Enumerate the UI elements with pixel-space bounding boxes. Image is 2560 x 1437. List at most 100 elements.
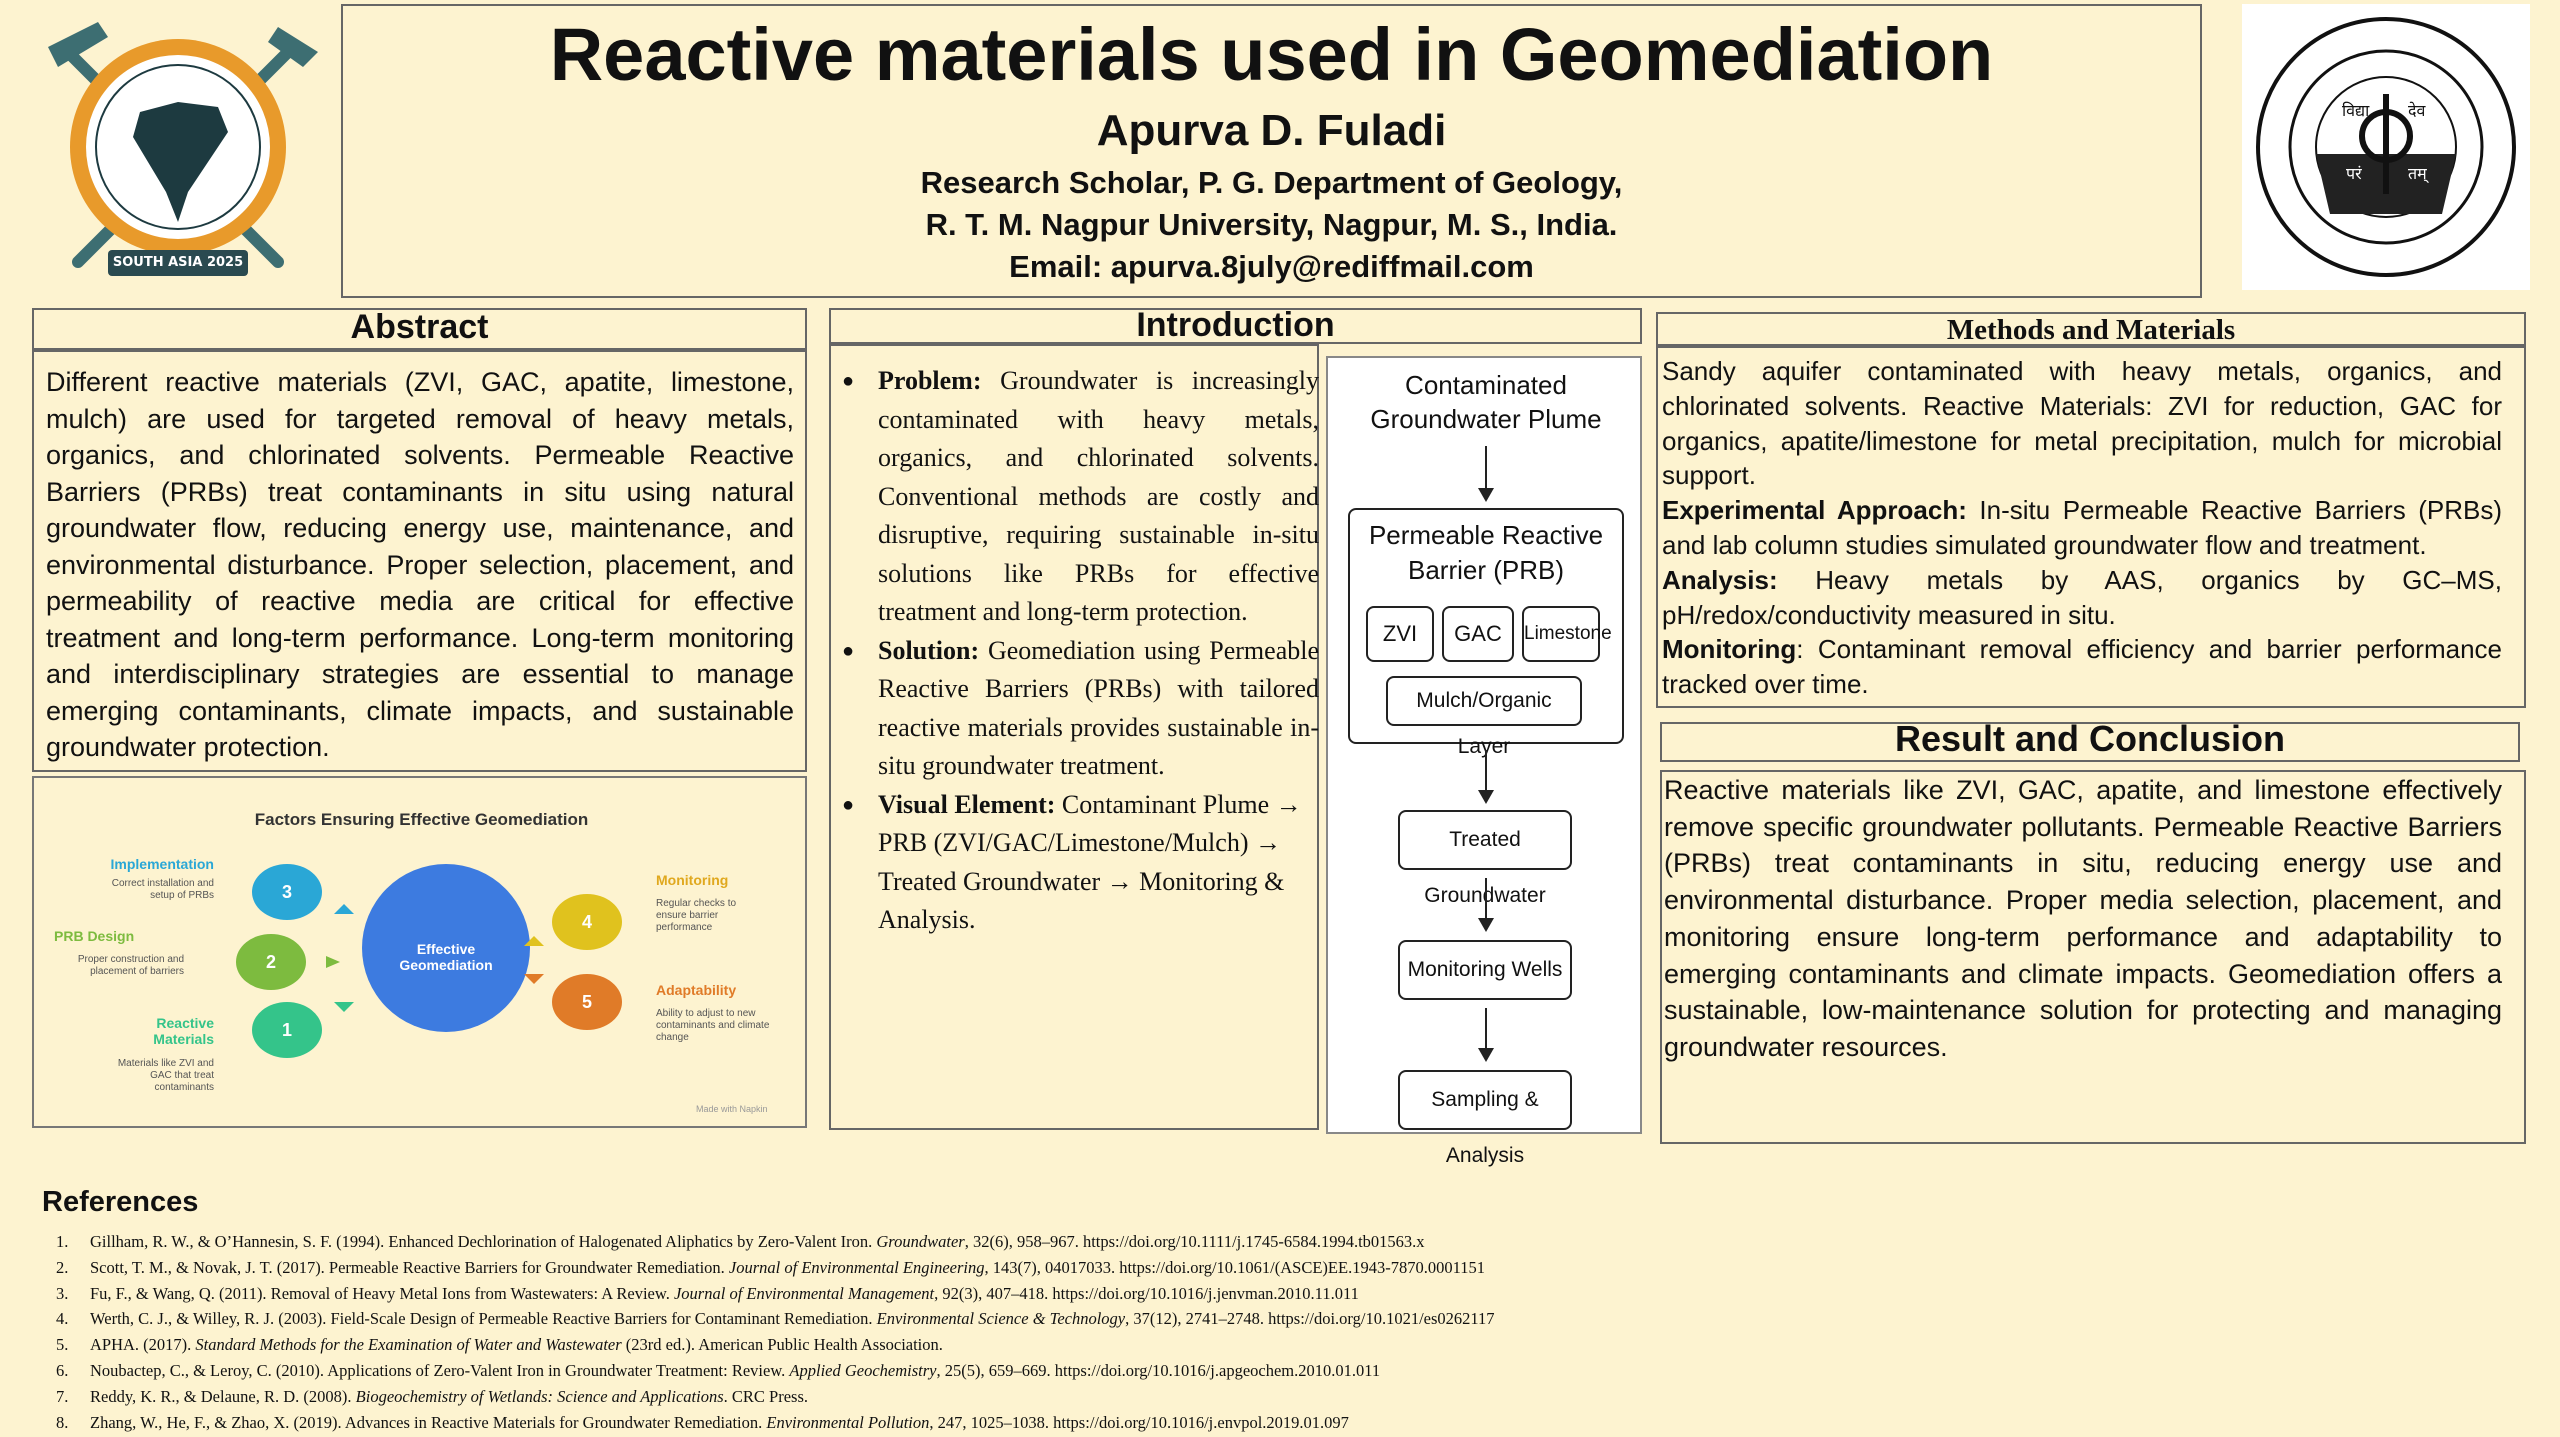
references-heading: References bbox=[42, 1186, 199, 1218]
reference-item: 6.Noubactep, C., & Leroy, C. (2010). App… bbox=[56, 1361, 1380, 1381]
reference-details: , 37(12), 2741–2748. https://doi.org/10.… bbox=[1125, 1309, 1495, 1329]
factor-4-circle: 4 bbox=[552, 894, 622, 950]
author-name: Apurva D. Fuladi bbox=[1096, 106, 1447, 155]
media-gac: GAC bbox=[1442, 606, 1514, 662]
media-limestone: Limestone bbox=[1522, 606, 1612, 662]
monitoring-desc: Regular checks to ensure barrier perform… bbox=[656, 898, 737, 933]
seal-word-tl: विद्या bbox=[2342, 101, 2370, 120]
infographic-footer: Made with Napkin bbox=[696, 1104, 768, 1114]
reference-source: Environmental Pollution bbox=[766, 1412, 930, 1432]
factor-1-num: 1 bbox=[281, 1020, 292, 1040]
reference-source: Groundwater bbox=[876, 1232, 965, 1251]
reactive-materials-desc: Materials like ZVI and GAC that treat co… bbox=[117, 1058, 214, 1093]
flow-start-1: Contaminated bbox=[1405, 370, 1567, 400]
methods-p3: Heavy metals by AAS, organics by GC–MS, … bbox=[1662, 564, 2502, 630]
methods-p4-lead: Monitoring bbox=[1662, 634, 1797, 665]
adaptability-label: Adaptability bbox=[656, 982, 737, 998]
reference-text: Noubactep, C., & Leroy, C. (2010). Appli… bbox=[90, 1361, 790, 1380]
abstract-panel bbox=[32, 350, 807, 772]
reference-text: Zhang, W., He, F., & Zhao, X. (2019). Ad… bbox=[90, 1412, 767, 1432]
flow-arrow-2 bbox=[1478, 750, 1494, 804]
reference-item: 7.Reddy, K. R., & Delaune, R. D. (2008).… bbox=[56, 1387, 808, 1407]
factor-3-circle: 3 bbox=[252, 864, 322, 920]
seal-word-bl: परं bbox=[2346, 164, 2362, 183]
wells-box: Monitoring Wells bbox=[1398, 940, 1572, 1000]
implementation-desc: Correct installation and setup of PRBs bbox=[111, 878, 214, 901]
seal-word-br: तम् bbox=[2408, 164, 2427, 183]
methods-text: Sandy aquifer contaminated with heavy me… bbox=[1662, 354, 2502, 702]
prb-design-desc: Proper construction and placement of bar… bbox=[77, 954, 184, 977]
methods-p1: Sandy aquifer contaminated with heavy me… bbox=[1662, 356, 2502, 491]
affiliation-line-1: Research Scholar, P. G. Department of Ge… bbox=[920, 165, 1623, 200]
reference-text: Gillham, R. W., & O’Hannesin, S. F. (199… bbox=[90, 1232, 877, 1251]
reference-item: 4.Werth, C. J., & Willey, R. J. (2003). … bbox=[56, 1309, 1495, 1329]
factor-3-num: 3 bbox=[281, 882, 292, 902]
prb-flowchart: Contaminated Groundwater Plume Permeable… bbox=[1326, 356, 1642, 1167]
results-heading: Result and Conclusion bbox=[1894, 718, 2286, 759]
center-label: Effective Geomediation bbox=[399, 941, 493, 973]
introduction-heading-box bbox=[829, 308, 1642, 344]
conference-logo: SOUTH ASIA 2025 bbox=[28, 12, 328, 277]
reference-number: 5. bbox=[56, 1335, 69, 1355]
reference-text: Werth, C. J., & Willey, R. J. (2003). Fi… bbox=[90, 1309, 877, 1329]
treated-box: Treated Groundwater bbox=[1398, 810, 1572, 907]
abstract-text: Different reactive materials (ZVI, GAC, … bbox=[46, 367, 794, 762]
flow-arrow-1 bbox=[1478, 446, 1494, 502]
adaptability-desc: Ability to adjust to new contaminants an… bbox=[656, 1008, 770, 1043]
flow-arrow-3 bbox=[1478, 878, 1494, 932]
center-circle bbox=[362, 864, 530, 1032]
results-text: Reactive materials like ZVI, GAC, apatit… bbox=[1664, 775, 2502, 1062]
reference-number: 8. bbox=[56, 1412, 69, 1432]
reference-details: , 143(7), 04017033. https://doi.org/10.1… bbox=[984, 1257, 1485, 1277]
reference-source: Applied Geochemistry bbox=[789, 1361, 937, 1380]
methods-p2-lead: Experimental Approach: bbox=[1662, 495, 1967, 526]
methods-p3-lead: Analysis: bbox=[1662, 564, 1778, 595]
reference-text: Fu, F., & Wang, Q. (2011). Removal of He… bbox=[90, 1283, 674, 1303]
media-zvi: ZVI bbox=[1366, 606, 1434, 662]
sampling-box: Sampling & Analysis bbox=[1398, 1070, 1572, 1167]
introduction-heading: Introduction bbox=[1136, 306, 1335, 344]
reference-number: 1. bbox=[56, 1232, 69, 1251]
title-panel bbox=[341, 4, 2202, 298]
reference-source: Environmental Science & Technology bbox=[876, 1309, 1126, 1329]
results-heading-box bbox=[1660, 722, 2520, 762]
reference-text: Reddy, K. R., & Delaune, R. D. (2008). bbox=[90, 1386, 356, 1406]
monitoring-label: Monitoring bbox=[656, 872, 729, 888]
email-line: Email: apurva.8july@rediffmail.com bbox=[1009, 249, 1534, 284]
seal-word-tr: देव bbox=[2408, 101, 2426, 120]
reference-number: 2. bbox=[56, 1257, 69, 1277]
factors-infographic: Factors Ensuring Effective Geomediation … bbox=[32, 776, 807, 1128]
infographic-markers bbox=[326, 904, 544, 1012]
media-mulch: Mulch/Organic Layer bbox=[1386, 676, 1582, 758]
reference-details: , 247, 1025–1038. https://doi.org/10.101… bbox=[929, 1412, 1349, 1432]
reference-item: 8. Zhang, W., He, F., & Zhao, X. (2019). … bbox=[56, 1413, 1349, 1433]
factor-5-num: 5 bbox=[581, 992, 592, 1012]
reference-details: , 92(3), 407–418. https://doi.org/10.101… bbox=[934, 1283, 1359, 1303]
reference-details: . CRC Press. bbox=[723, 1386, 808, 1406]
reference-text: APHA. (2017). bbox=[90, 1335, 196, 1355]
poster-title: Reactive materials used in Geomediation bbox=[549, 13, 1994, 96]
flow-start-2: Groundwater Plume bbox=[1370, 404, 1602, 434]
reference-item: 2. Scott, T. M., & Novak, J. T. (2017). P… bbox=[56, 1258, 1485, 1278]
reference-source: Journal of Environmental Management bbox=[673, 1283, 935, 1303]
prb-label-1: Permeable Reactive bbox=[1368, 520, 1604, 550]
intro-bullet-solution: Solution: Geomediation using Permeable R… bbox=[842, 632, 1319, 786]
flow-arrow-4 bbox=[1478, 1008, 1494, 1062]
reactive-materials-label: Reactive Materials bbox=[153, 1015, 214, 1047]
reference-source: Journal of Environmental Engineering bbox=[728, 1257, 985, 1277]
factor-1-circle: 1 bbox=[252, 1002, 322, 1058]
reference-source: Standard Methods for the Examination of … bbox=[195, 1335, 622, 1355]
intro-bullet-problem: Problem: Groundwater is increasingly con… bbox=[842, 362, 1319, 632]
reference-text: Scott, T. M., & Novak, J. T. (2017). Per… bbox=[90, 1257, 729, 1277]
introduction-list: Problem: Groundwater is increasingly con… bbox=[842, 362, 1319, 940]
prb-design-label: PRB Design bbox=[54, 928, 135, 944]
methods-heading-box bbox=[1656, 312, 2526, 346]
affiliation-line-2: R. T. M. Nagpur University, Nagpur, M. S… bbox=[925, 207, 1618, 242]
factor-2-num: 2 bbox=[265, 952, 276, 972]
factor-5-circle: 5 bbox=[552, 974, 622, 1030]
methods-p4: : Contaminant removal efficiency and bar… bbox=[1662, 634, 2502, 700]
implementation-label: Implementation bbox=[110, 856, 214, 872]
abstract-heading-box bbox=[32, 308, 807, 350]
prb-label-2: Barrier (PRB) bbox=[1407, 555, 1564, 585]
reference-number: 3. bbox=[56, 1283, 69, 1303]
